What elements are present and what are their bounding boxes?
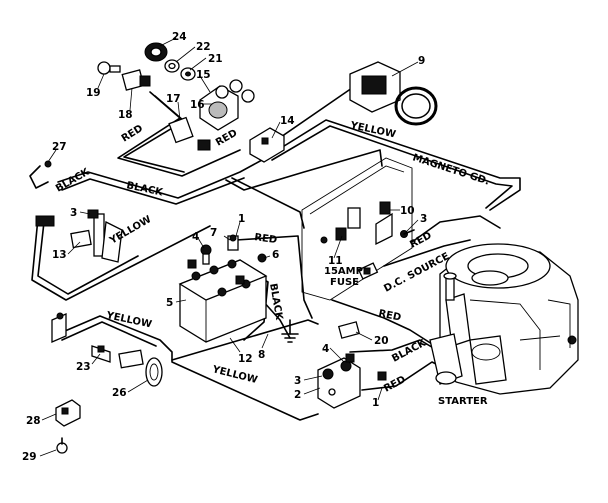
callout-23: 23: [76, 361, 91, 373]
callout-7: 7: [210, 227, 217, 239]
callout-24: 24: [172, 31, 187, 43]
part-22-washer: [164, 59, 180, 73]
ground-symbol: [281, 319, 299, 343]
callout-19: 19: [86, 87, 101, 99]
part-4-bolt: [200, 244, 212, 265]
callout-1b: 1: [372, 397, 379, 409]
callout-17: 17: [166, 93, 181, 105]
part-18-plug: [121, 69, 151, 91]
callout-27: 27: [52, 141, 67, 153]
wire-label-black-battery: BLACK: [267, 283, 284, 322]
wire-label-yellow-top: YELLOW: [348, 120, 396, 141]
wire-label-black-bottom: BLACK: [390, 337, 429, 365]
part-19-bulb: [97, 61, 121, 75]
callout-12: 12: [238, 353, 253, 365]
callout-14: 14: [280, 115, 295, 127]
fuse-label-line2: FUSE: [330, 277, 359, 288]
part-17-switch: [168, 116, 211, 151]
fuse-label-line1: 15AMP: [324, 266, 363, 277]
callout-8: 8: [258, 349, 265, 361]
part-10-relay: [375, 201, 393, 246]
part-24-cap: [144, 42, 168, 62]
part-29-screw: [56, 437, 68, 454]
leader-lines: [39, 37, 419, 457]
part-23-switch: [51, 312, 111, 363]
part-21-nut: [180, 67, 196, 81]
callout-29: 29: [22, 451, 37, 463]
callout-10: 10: [400, 205, 415, 217]
part-13-seat-switch: [70, 209, 123, 263]
part-9-regulator: [349, 61, 438, 126]
callout-6: 6: [272, 249, 279, 261]
callout-4a: 4: [192, 231, 199, 243]
wire-label-magneto: MAGNETO GD.: [411, 152, 491, 187]
callout-9: 9: [418, 55, 425, 67]
callout-4b: 4: [322, 343, 329, 355]
part-5-battery: [178, 259, 268, 343]
callout-22: 22: [196, 41, 211, 53]
callout-5: 5: [166, 297, 173, 309]
callout-3b: 3: [420, 213, 427, 225]
part-28-switch: [55, 399, 81, 427]
wire-label-red-lower: RED: [377, 308, 402, 324]
starter-label: STARTER: [438, 396, 488, 407]
part-11-fuse: [357, 262, 379, 280]
component-labels: 15AMP FUSE STARTER: [324, 266, 488, 407]
callout-numbers: 24 22 21 15 16 17 18 19 14 9 27 3 13 1 7…: [22, 31, 427, 463]
callout-11: 11: [328, 255, 343, 267]
callout-16: 16: [190, 99, 205, 111]
callout-13: 13: [52, 249, 67, 261]
part-14-connector: [249, 127, 285, 163]
wiring-harness: [31, 87, 521, 421]
part-7-terminal: [227, 234, 239, 251]
callout-1a: 1: [238, 213, 245, 225]
callout-21: 21: [208, 53, 223, 65]
callout-3a: 3: [70, 207, 77, 219]
part-2-solenoid: [317, 353, 387, 409]
wire-label-red-mid: RED: [214, 128, 239, 149]
panel-bracket: [320, 207, 361, 244]
callout-20: 20: [374, 335, 389, 347]
callout-15: 15: [196, 69, 211, 81]
wire-label-red-battery: RED: [254, 232, 278, 246]
engine: [439, 243, 579, 395]
callout-2: 2: [294, 389, 301, 401]
part-3-screw-panel: [400, 229, 415, 238]
part-27-lead: [29, 160, 52, 189]
wire-label-black-top: BLACK: [125, 180, 165, 199]
callout-18: 18: [118, 109, 133, 121]
callout-28: 28: [26, 415, 41, 427]
left-connector: [35, 215, 55, 227]
part-26-light: [118, 349, 163, 387]
part-16-ignition-switch: [199, 79, 255, 131]
part-20-connector: [337, 321, 361, 339]
wire-label-red-top: RED: [120, 123, 145, 144]
callout-3c: 3: [294, 375, 301, 387]
starter-motor: [429, 333, 463, 385]
part-6-bolt: [257, 253, 267, 263]
callout-26: 26: [112, 387, 127, 399]
